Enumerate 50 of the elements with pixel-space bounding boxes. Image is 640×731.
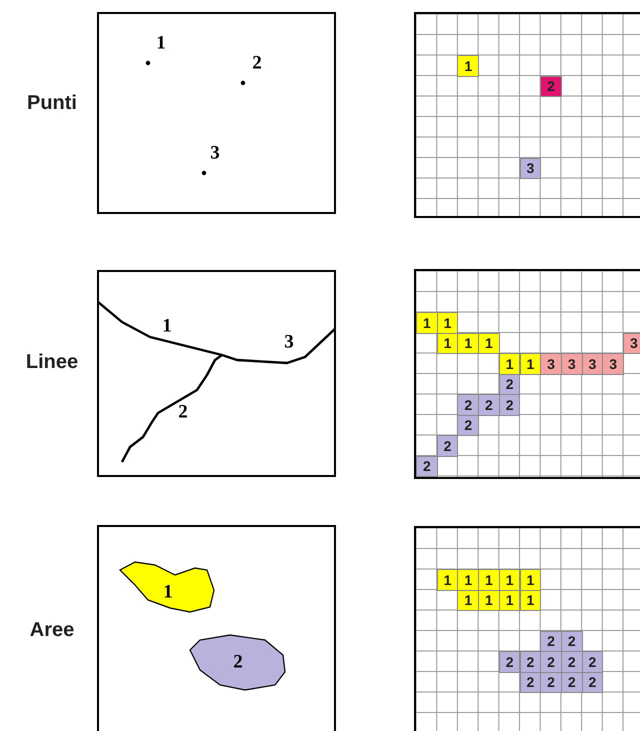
raster-cell: 2	[540, 651, 562, 672]
raster-cell: 2	[540, 76, 562, 97]
raster-cell: 2	[478, 394, 500, 416]
raster-cell: 1	[457, 569, 480, 590]
raster-cell: 2	[582, 672, 604, 693]
raster-cell: 1	[436, 312, 458, 334]
raster-cell: 2	[560, 651, 583, 672]
raster-cell: 1	[520, 353, 542, 374]
feature-number: 2	[178, 402, 188, 422]
raster-cell: 2	[436, 435, 458, 456]
raster-cell: 1	[436, 569, 458, 590]
raster-cell: 2	[498, 651, 520, 672]
vector-map-panel	[97, 525, 336, 731]
raster-cell: 3	[602, 353, 624, 374]
raster-cell: 1	[520, 590, 542, 611]
raster-cell: 1	[498, 569, 520, 590]
row-title: Linee	[26, 350, 78, 375]
raster-cell: 1	[478, 332, 500, 354]
raster-cell: 3	[520, 158, 542, 179]
raster-cell: 1	[520, 569, 542, 590]
feature-number: 3	[284, 332, 294, 352]
raster-cell: 2	[582, 651, 604, 672]
feature-number: 3	[210, 144, 220, 162]
raster-cell: 3	[540, 353, 562, 374]
raster-cell: 1	[498, 353, 520, 374]
raster-cell: 1	[478, 569, 500, 590]
raster-cell: 1	[498, 590, 520, 611]
feature-number: 2	[233, 652, 243, 672]
raster-cell: 2	[540, 672, 562, 693]
feature-number: 2	[252, 54, 262, 72]
vector-map-panel	[97, 12, 336, 214]
raster-cell: 2	[560, 672, 583, 693]
raster-cell: 2	[498, 394, 520, 416]
raster-cell: 3	[623, 332, 640, 354]
row-title: Aree	[30, 618, 74, 643]
raster-cell: 1	[478, 590, 500, 611]
raster-cell: 1	[457, 332, 480, 354]
vector-map-panel	[97, 270, 336, 477]
feature-number: 1	[162, 316, 172, 336]
feature-number: 1	[156, 34, 166, 52]
raster-cell: 1	[457, 55, 480, 76]
raster-cell: 1	[457, 590, 480, 611]
raster-cell: 2	[457, 394, 480, 416]
raster-cell: 2	[416, 456, 438, 477]
feature-number: 1	[163, 582, 173, 602]
raster-cell: 2	[457, 414, 480, 436]
raster-cell: 3	[560, 353, 583, 374]
raster-cell: 1	[416, 312, 438, 334]
raster-cell: 3	[582, 353, 604, 374]
row-title: Punti	[27, 91, 77, 116]
